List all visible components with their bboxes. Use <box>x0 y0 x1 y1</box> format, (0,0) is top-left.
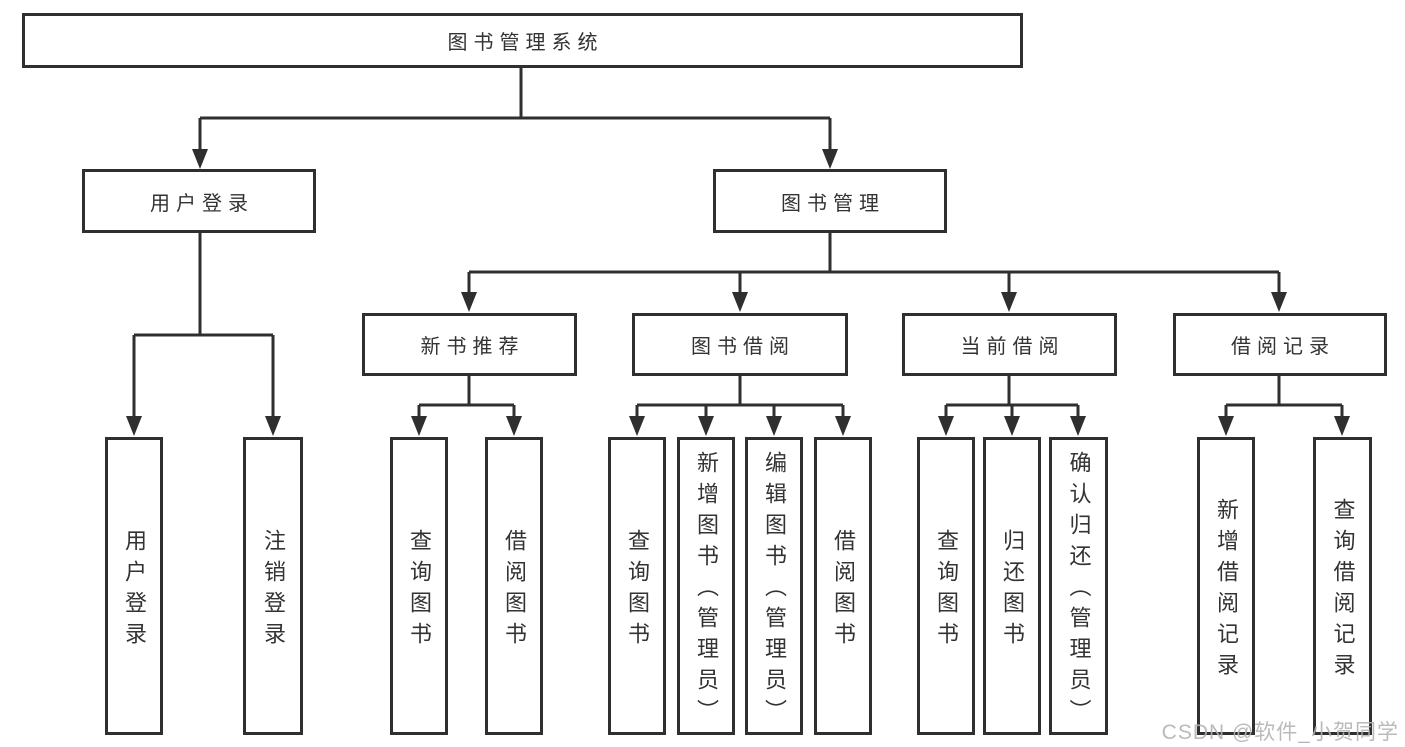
leaf-add-book-admin: 新增图书（管理员） <box>677 437 735 735</box>
leaf-query-books-1: 查询图书 <box>390 437 448 735</box>
arrow-down-icon <box>126 416 142 436</box>
arrow-down-icon <box>822 149 838 169</box>
node-user-login: 用户登录 <box>82 169 316 233</box>
leaf-confirm-return-admin: 确认归还（管理员） <box>1049 437 1108 735</box>
arrowheads <box>126 149 1350 436</box>
node-new-book-recommendation: 新书推荐 <box>362 313 577 376</box>
leaf-return-books: 归还图书 <box>983 437 1041 735</box>
arrow-down-icon <box>629 416 645 436</box>
csdn-watermark: CSDN @软件_小贺同学 <box>1161 721 1399 744</box>
arrow-down-icon <box>411 416 427 436</box>
arrow-down-icon <box>766 416 782 436</box>
arrow-down-icon <box>835 416 851 436</box>
arrow-down-icon <box>1271 292 1287 312</box>
arrow-down-icon <box>1001 292 1017 312</box>
leaf-query-borrow-record: 查询借阅记录 <box>1313 437 1372 735</box>
node-borrowing-records: 借阅记录 <box>1173 313 1387 376</box>
node-book-management: 图书管理 <box>713 169 947 233</box>
arrow-down-icon <box>1334 416 1350 436</box>
node-current-borrowing: 当前借阅 <box>902 313 1117 376</box>
leaf-user-login: 用户登录 <box>105 437 163 735</box>
arrow-down-icon <box>698 416 714 436</box>
arrow-down-icon <box>938 416 954 436</box>
node-book-borrowing: 图书借阅 <box>632 313 848 376</box>
arrow-down-icon <box>1004 416 1020 436</box>
arrow-down-icon <box>506 416 522 436</box>
leaf-logout: 注销登录 <box>243 437 303 735</box>
leaf-borrow-books-2: 借阅图书 <box>814 437 872 735</box>
arrow-down-icon <box>192 149 208 169</box>
node-root: 图书管理系统 <box>22 13 1023 68</box>
leaf-query-books-3: 查询图书 <box>917 437 975 735</box>
leaf-query-books-2: 查询图书 <box>608 437 666 735</box>
arrow-down-icon <box>265 416 281 436</box>
arrow-down-icon <box>732 292 748 312</box>
arrow-down-icon <box>1070 416 1086 436</box>
connector-lines <box>132 68 1344 419</box>
leaf-edit-book-admin: 编辑图书（管理员） <box>745 437 803 735</box>
leaf-add-borrow-record: 新增借阅记录 <box>1197 437 1255 735</box>
arrow-down-icon <box>461 292 477 312</box>
arrow-down-icon <box>1218 416 1234 436</box>
leaf-borrow-books-1: 借阅图书 <box>485 437 543 735</box>
